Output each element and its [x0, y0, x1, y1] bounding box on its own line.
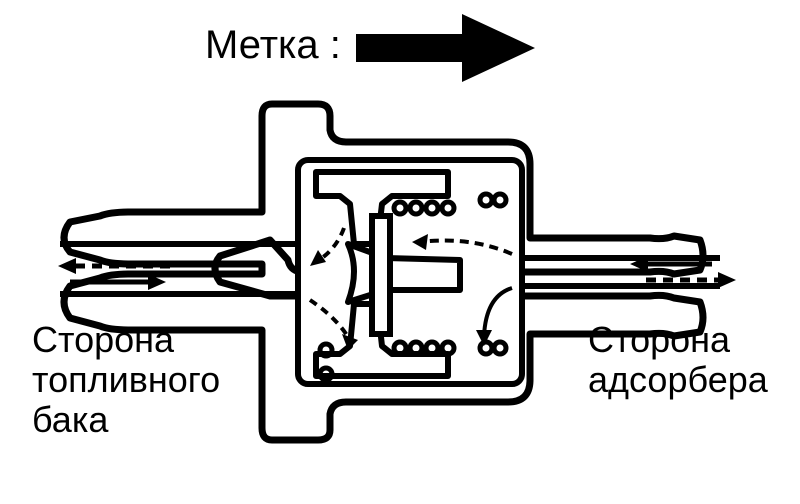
marker-arrow-icon [356, 14, 535, 82]
poppet-stem [369, 213, 393, 337]
lower-spring [317, 339, 509, 383]
marker-label: Метка : [205, 23, 341, 67]
internal-flow-left [314, 227, 346, 264]
upper-spring [391, 191, 509, 217]
fuel-tank-side-line-1: Сторона [32, 319, 175, 360]
fuel-tank-side-line-3: бака [32, 399, 109, 440]
right-pipe [520, 255, 720, 289]
internal-flow-lower-right [482, 286, 513, 337]
canister-side-line-1: Сторона [588, 319, 731, 360]
canister-side-line-2: адсорбера [588, 359, 768, 400]
left-pipe [60, 241, 300, 297]
fuel-tank-side-line-2: топливного [32, 359, 221, 400]
fuel-tank-side-label: Сторона топливного бака [32, 320, 220, 440]
canister-side-label: Сторона адсорбера [588, 320, 768, 400]
internal-flow-upper [419, 238, 513, 256]
